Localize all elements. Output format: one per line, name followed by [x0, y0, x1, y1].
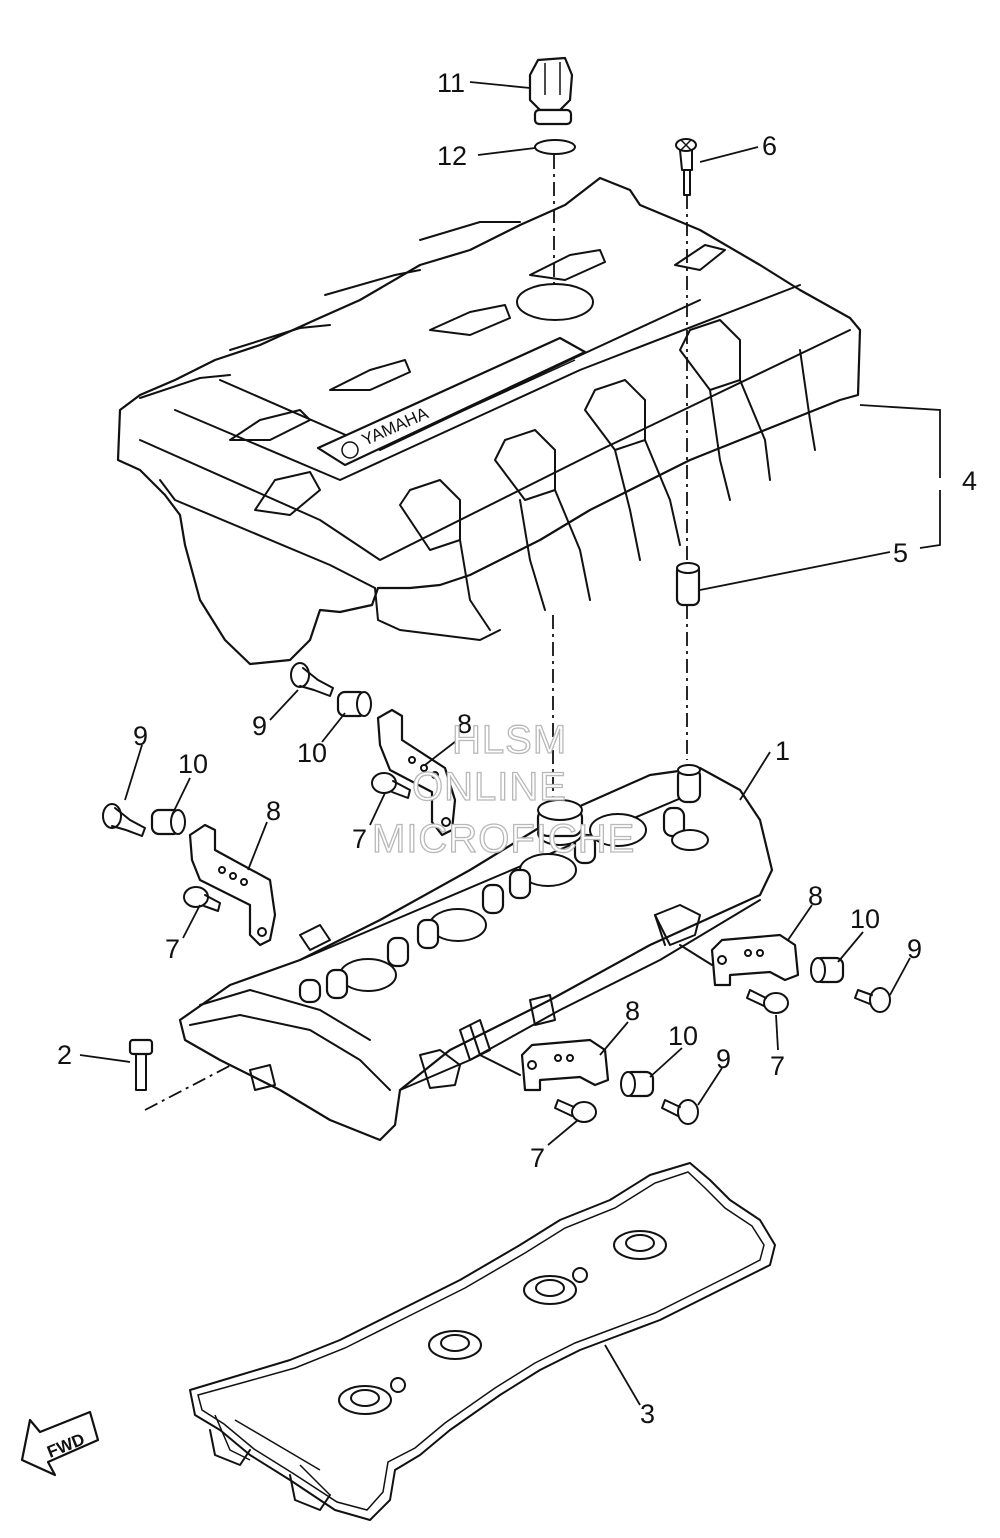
damper-upper-middle — [336, 690, 372, 718]
callout-9-upper-middle: 9 — [252, 711, 267, 741]
screw-upper-middle — [290, 662, 334, 697]
callout-7-upper-left: 7 — [165, 934, 180, 964]
screw-right — [854, 987, 891, 1013]
callout-4: 4 — [962, 466, 977, 496]
callout-7-upper-middle: 7 — [352, 824, 367, 854]
damper-lower — [620, 1070, 655, 1098]
bolt-upper-middle — [371, 772, 411, 799]
bolt-lower — [554, 1099, 597, 1123]
bracket-upper-middle — [376, 708, 457, 837]
oil-fill-opening — [516, 283, 594, 321]
watermark-line-2: ONLINE — [412, 765, 567, 809]
callout-5: 5 — [893, 538, 908, 568]
callout-1: 1 — [775, 736, 790, 766]
callout-10-lower: 10 — [668, 1021, 698, 1051]
bolt-2 — [128, 1038, 154, 1091]
watermark: HLSM ONLINE MICROFICHE — [371, 717, 635, 861]
bracket-lower — [520, 1038, 610, 1092]
o-ring — [534, 139, 576, 155]
grommet — [675, 562, 701, 607]
bracket-right — [710, 933, 800, 987]
callout-7-right: 7 — [770, 1051, 785, 1081]
callout-10-upper-left: 10 — [178, 749, 208, 779]
callout-9-right: 9 — [907, 934, 922, 964]
cover-fins — [399, 319, 816, 631]
bolt-right — [746, 989, 789, 1014]
callout-8-upper-middle: 8 — [457, 709, 472, 739]
damper-right — [810, 956, 845, 984]
oil-filler-cap — [528, 56, 574, 126]
damper-upper-left — [150, 808, 186, 836]
callout-8-upper-left: 8 — [266, 796, 281, 826]
engine-top-cover: YAMAHA — [116, 176, 862, 666]
callout-10-upper-middle: 10 — [297, 738, 327, 768]
watermark-line-3: MICROFICHE — [372, 817, 635, 861]
fwd-arrow: FWD — [20, 1410, 100, 1477]
head-cover-gasket — [189, 1162, 776, 1521]
cylinder-head-cover — [178, 764, 774, 1142]
callout-9-upper-left: 9 — [133, 721, 148, 751]
callout-11: 11 — [437, 68, 465, 98]
callout-3: 3 — [640, 1399, 655, 1429]
callout-6: 6 — [762, 131, 777, 161]
callout-9-lower: 9 — [716, 1044, 731, 1074]
callout-8-lower: 8 — [625, 996, 640, 1026]
watermark-line-1: HLSM — [452, 718, 567, 762]
callout-labels: 11 12 6 4 5 1 2 3 9 10 8 7 9 10 8 7 8 10… — [57, 68, 977, 1429]
bracket-upper-left — [188, 823, 277, 947]
callout-8-right: 8 — [808, 881, 823, 911]
callout-7-lower: 7 — [530, 1143, 545, 1173]
callout-10-right: 10 — [850, 904, 880, 934]
screw-upper-left — [102, 803, 146, 837]
screw-lower — [661, 1099, 699, 1125]
callout-12: 12 — [437, 141, 467, 171]
cover-screw — [675, 138, 697, 196]
leader-lines — [79, 81, 941, 1406]
cover-rear-fins — [139, 221, 606, 441]
callout-2: 2 — [57, 1040, 72, 1070]
bolt-upper-left — [183, 886, 221, 912]
